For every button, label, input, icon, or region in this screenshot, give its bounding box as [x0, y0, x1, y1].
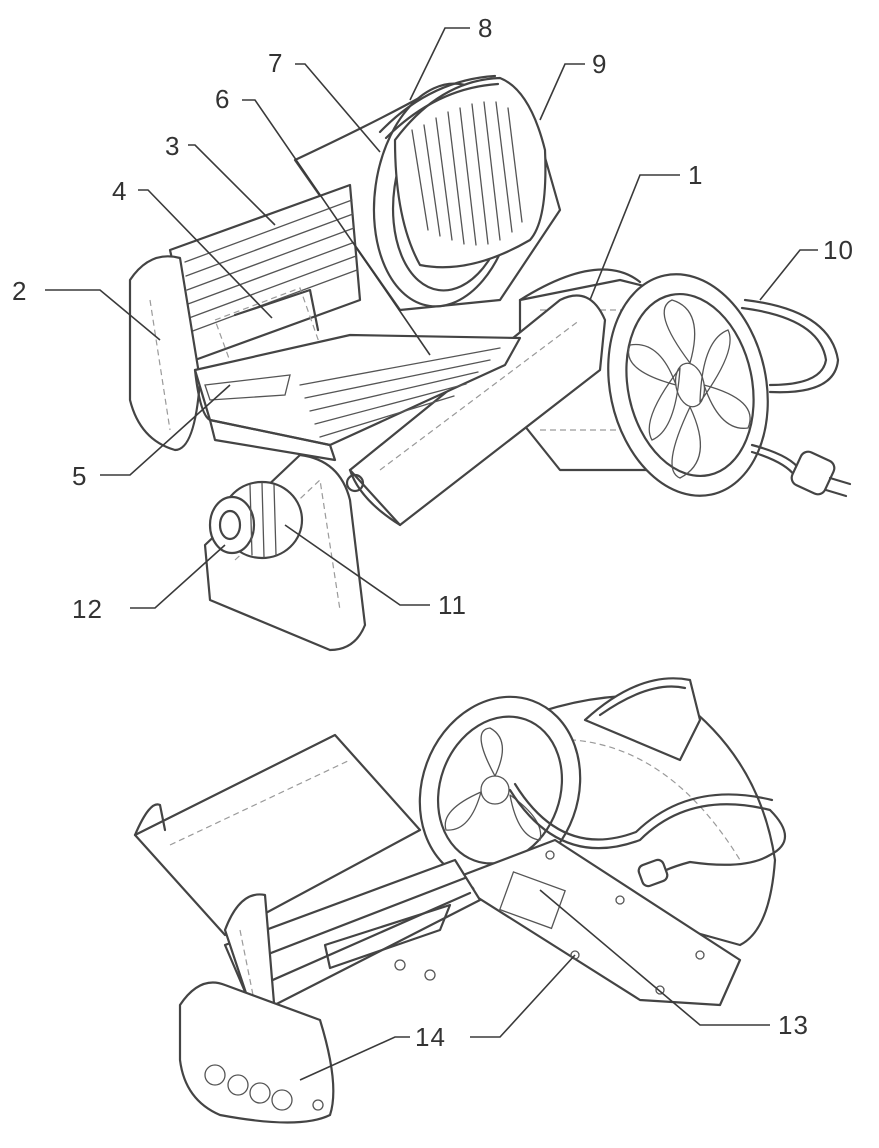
callout-4: 4: [112, 176, 127, 206]
base-plate: [448, 838, 742, 1007]
carriage-tray: [193, 333, 522, 462]
callout-12: 12: [72, 594, 103, 624]
blade-cover: [393, 76, 547, 269]
thickness-knob: [208, 480, 304, 560]
callout-6: 6: [215, 84, 230, 114]
bottom-view-slicer: 13 14: [133, 677, 809, 1124]
motor-end-cap: [607, 273, 769, 497]
callout-5: 5: [72, 461, 87, 491]
callout-10: 10: [823, 235, 854, 265]
callout-13: 13: [778, 1010, 809, 1040]
callout-8: 8: [478, 13, 493, 43]
underside-end-cap: [418, 695, 582, 885]
carriage-rail: [348, 294, 607, 527]
top-view-slicer: 1 2 3 4 5 6 7 8 9 10: [12, 13, 854, 652]
callouts-top: 1 2 3 4 5 6 7 8 9 10: [12, 13, 854, 624]
callout-9: 9: [592, 49, 607, 79]
callout-1: 1: [688, 160, 703, 190]
callout-14: 14: [415, 1022, 446, 1052]
callout-2: 2: [12, 276, 27, 306]
end-handle: [128, 255, 202, 452]
power-cord: [740, 298, 852, 498]
blade-guard-strip: [378, 74, 500, 140]
underside-cord: [508, 782, 786, 888]
callout-3: 3: [165, 131, 180, 161]
base-stand: [203, 453, 367, 652]
underside-stand: [178, 981, 335, 1124]
callout-7: 7: [268, 48, 283, 78]
underside-tray: [133, 733, 422, 937]
callout-11: 11: [438, 590, 467, 620]
underside-blade-housing: [583, 677, 702, 762]
callouts-bottom: 13 14: [299, 889, 809, 1081]
